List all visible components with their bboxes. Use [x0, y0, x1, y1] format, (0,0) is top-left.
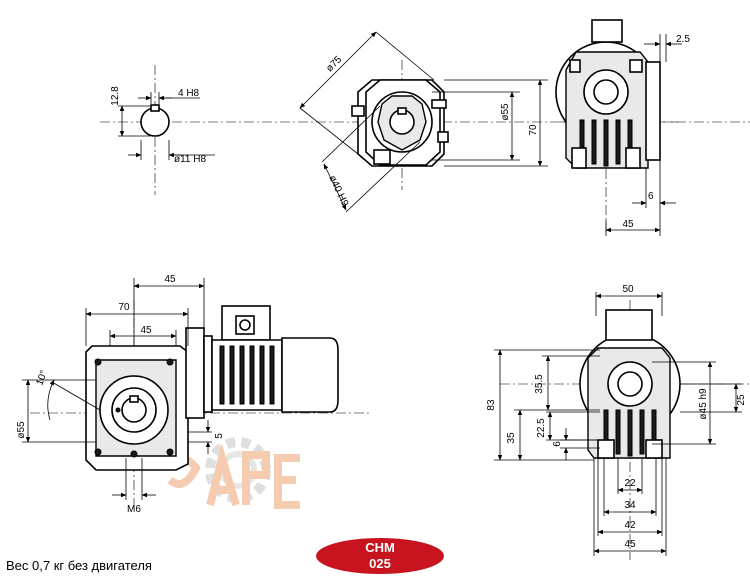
weight-note: Вес 0,7 кг без двигателя: [6, 558, 152, 573]
bore-circle: [140, 107, 170, 137]
dim-keyway-width: 4 H8: [178, 88, 200, 99]
dim-5: 5: [214, 433, 225, 439]
dim-34: 34: [624, 500, 636, 511]
dim-83: 83: [486, 399, 497, 411]
model-badge-line2: 025: [369, 556, 391, 571]
dim-thread: M6: [127, 504, 141, 515]
gearbox-end-view: 50 83 35.5 35 22.5 6 ø45 h9 25: [486, 284, 750, 560]
dim-45-side: 45: [624, 539, 636, 550]
dim-6-side: 6: [552, 441, 563, 447]
dim-22-5: 22.5: [536, 418, 547, 438]
dim-35-5: 35.5: [534, 374, 545, 394]
dim-45-front-top: 45: [164, 274, 176, 285]
dim-2-5: 2.5: [676, 34, 690, 45]
dim-pilot-diameter: ø40 H9: [326, 174, 350, 209]
keyway: [150, 104, 160, 112]
dim-d45: ø45 h9: [698, 388, 709, 420]
dim-50: 50: [622, 284, 634, 295]
dim-h70-top: 70: [528, 124, 539, 136]
dim-45-front-inner: 45: [140, 325, 152, 336]
dim-d55-top: ø55: [500, 103, 511, 121]
model-badge-line1: CHM: [365, 540, 395, 555]
dim-keyway-height: 12.8: [110, 86, 121, 106]
dim-25: 25: [736, 394, 747, 406]
gearbox-side-view: 2.5 6 45: [555, 19, 690, 236]
dim-angle: 10°: [34, 369, 50, 387]
dim-22: 22: [624, 478, 636, 489]
dim-flange-diameter: ø75: [324, 54, 344, 74]
dim-6-top: 6: [648, 191, 654, 202]
watermark-logo: [166, 437, 300, 509]
dim-bore: ø11 H8: [174, 154, 206, 165]
dim-35: 35: [506, 432, 517, 444]
dim-d55-front: ø55: [16, 421, 27, 439]
gearbox-motor-view: 45 70 45 10° ø55 5 M6: [16, 274, 370, 515]
dim-42: 42: [624, 520, 636, 531]
dim-45-top: 45: [622, 219, 634, 230]
dim-70-front: 70: [118, 302, 130, 313]
model-badge: CHM 025: [316, 538, 444, 574]
